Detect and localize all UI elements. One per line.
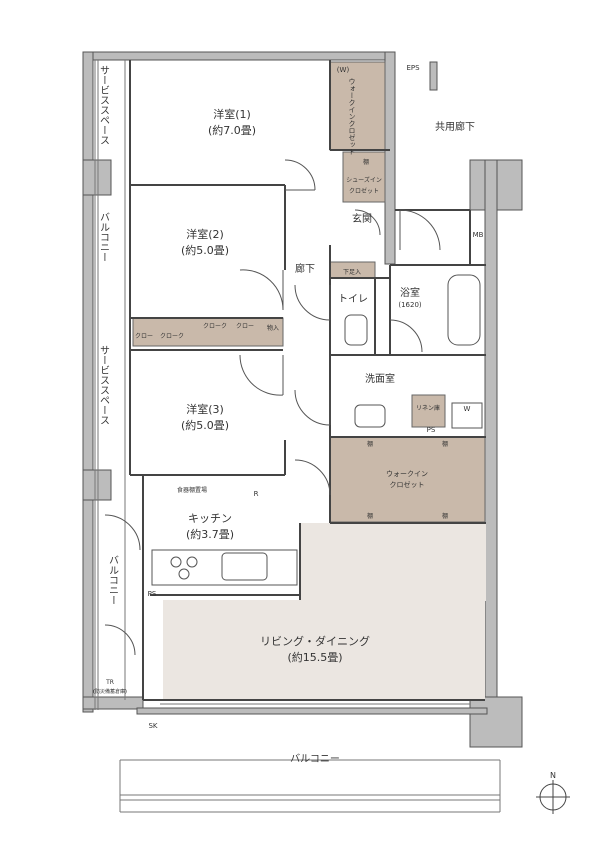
hallway-name: 廊下 (295, 262, 315, 275)
wic-main-line2: クロゼット (390, 480, 425, 489)
doors (104, 159, 441, 656)
wic-top-mark: (W) (337, 66, 350, 74)
equipment-labels: EPS MB PS PS SK N (148, 64, 556, 780)
living-name: リビング・ダイニング (260, 634, 370, 648)
balcony-left-top: バルコニー (98, 212, 110, 262)
dish-storage-label: 食器棚置場 (177, 486, 207, 494)
storage-labels: (W) ウォークインクロゼット シューズイン クロゼット 下足入 ウォークイン … (135, 66, 471, 520)
shoe-shelf-label: 下足入 (343, 269, 361, 276)
washer-label: W (464, 405, 471, 413)
compass (536, 780, 570, 814)
closet-label-1: クロー (135, 333, 153, 340)
washroom-name: 洗面室 (365, 372, 395, 385)
kitchen-counter (151, 549, 298, 586)
bedroom1-size: (約7.0畳) (208, 123, 256, 137)
bedroom2-name: 洋室(2) (186, 227, 224, 241)
closet-row-fill (132, 317, 284, 347)
kitchen-size: (約3.7畳) (186, 527, 234, 541)
bedroom2-size: (約5.0畳) (181, 243, 229, 257)
balcony-left-bottom: バルコニー (107, 555, 119, 605)
living-floor (300, 523, 486, 601)
living-floor-main (163, 600, 485, 700)
living-size: (約15.5畳) (287, 650, 342, 664)
window-lines (94, 60, 501, 813)
bath-size: (1620) (398, 301, 422, 309)
mb-label: MB (473, 231, 484, 239)
shelf-label-5: 棚 (442, 512, 448, 520)
bedroom1-name: 洋室(1) (213, 107, 251, 121)
service-space-mid: サービススペース (98, 345, 110, 425)
wic-main-line1: ウォークイン (386, 470, 428, 478)
exterior-walls (82, 51, 523, 748)
room-fills (132, 61, 486, 700)
storage-room-label: 物入 (267, 324, 279, 332)
wic-top-label: ウォークインクロゼット (348, 78, 356, 155)
room-labels: 洋室(1) (約7.0畳) 洋室(2) (約5.0畳) 洋室(3) (約5.0畳… (181, 107, 475, 664)
shoe-closet-line2: クロゼット (349, 187, 379, 195)
shelf-label-1: 棚 (363, 158, 369, 166)
wic-main-fill (329, 436, 486, 523)
eps-label: EPS (406, 64, 420, 72)
compass-n-label: N (550, 771, 556, 780)
bedroom3-name: 洋室(3) (186, 402, 224, 416)
shelf-label-4: 棚 (367, 512, 373, 520)
closet-label-4: クロー (236, 323, 254, 330)
tr-line2: (防災備蓄倉庫) (93, 688, 127, 695)
interior-walls (129, 60, 486, 701)
bedroom3-size: (約5.0畳) (181, 418, 229, 432)
outside-labels: サービススペース サービススペース バルコニー バルコニー バルコニー TR (… (93, 65, 340, 765)
ps-wash-label: PS (427, 426, 436, 434)
ps-kitchen-label: PS (148, 590, 157, 598)
fridge-label: R (254, 490, 259, 498)
bath-fixtures (344, 274, 483, 429)
kitchen-name: キッチン (188, 512, 232, 525)
wic-top-fill (329, 61, 386, 151)
closet-label-2: クローク (160, 333, 184, 340)
common-corridor-name: 共用廊下 (435, 120, 475, 133)
tr-line1: TR (105, 679, 114, 686)
toilet-name: トイレ (338, 294, 368, 305)
linen-label: リネン庫 (416, 404, 440, 412)
closet-label-3: クローク (203, 323, 227, 330)
sk-label: SK (148, 722, 157, 730)
shelf-label-3: 棚 (442, 440, 448, 448)
linen-fill (411, 394, 446, 428)
entrance-name: 玄関 (352, 212, 372, 225)
service-space-top: サービススペース (98, 65, 110, 145)
balcony-bottom: バルコニー (290, 753, 340, 765)
shoe-closet-line1: シューズイン (346, 176, 382, 184)
shoe-closet-fill (342, 151, 386, 203)
bath-name: 浴室 (400, 286, 420, 299)
shelf-label-2: 棚 (367, 440, 373, 448)
